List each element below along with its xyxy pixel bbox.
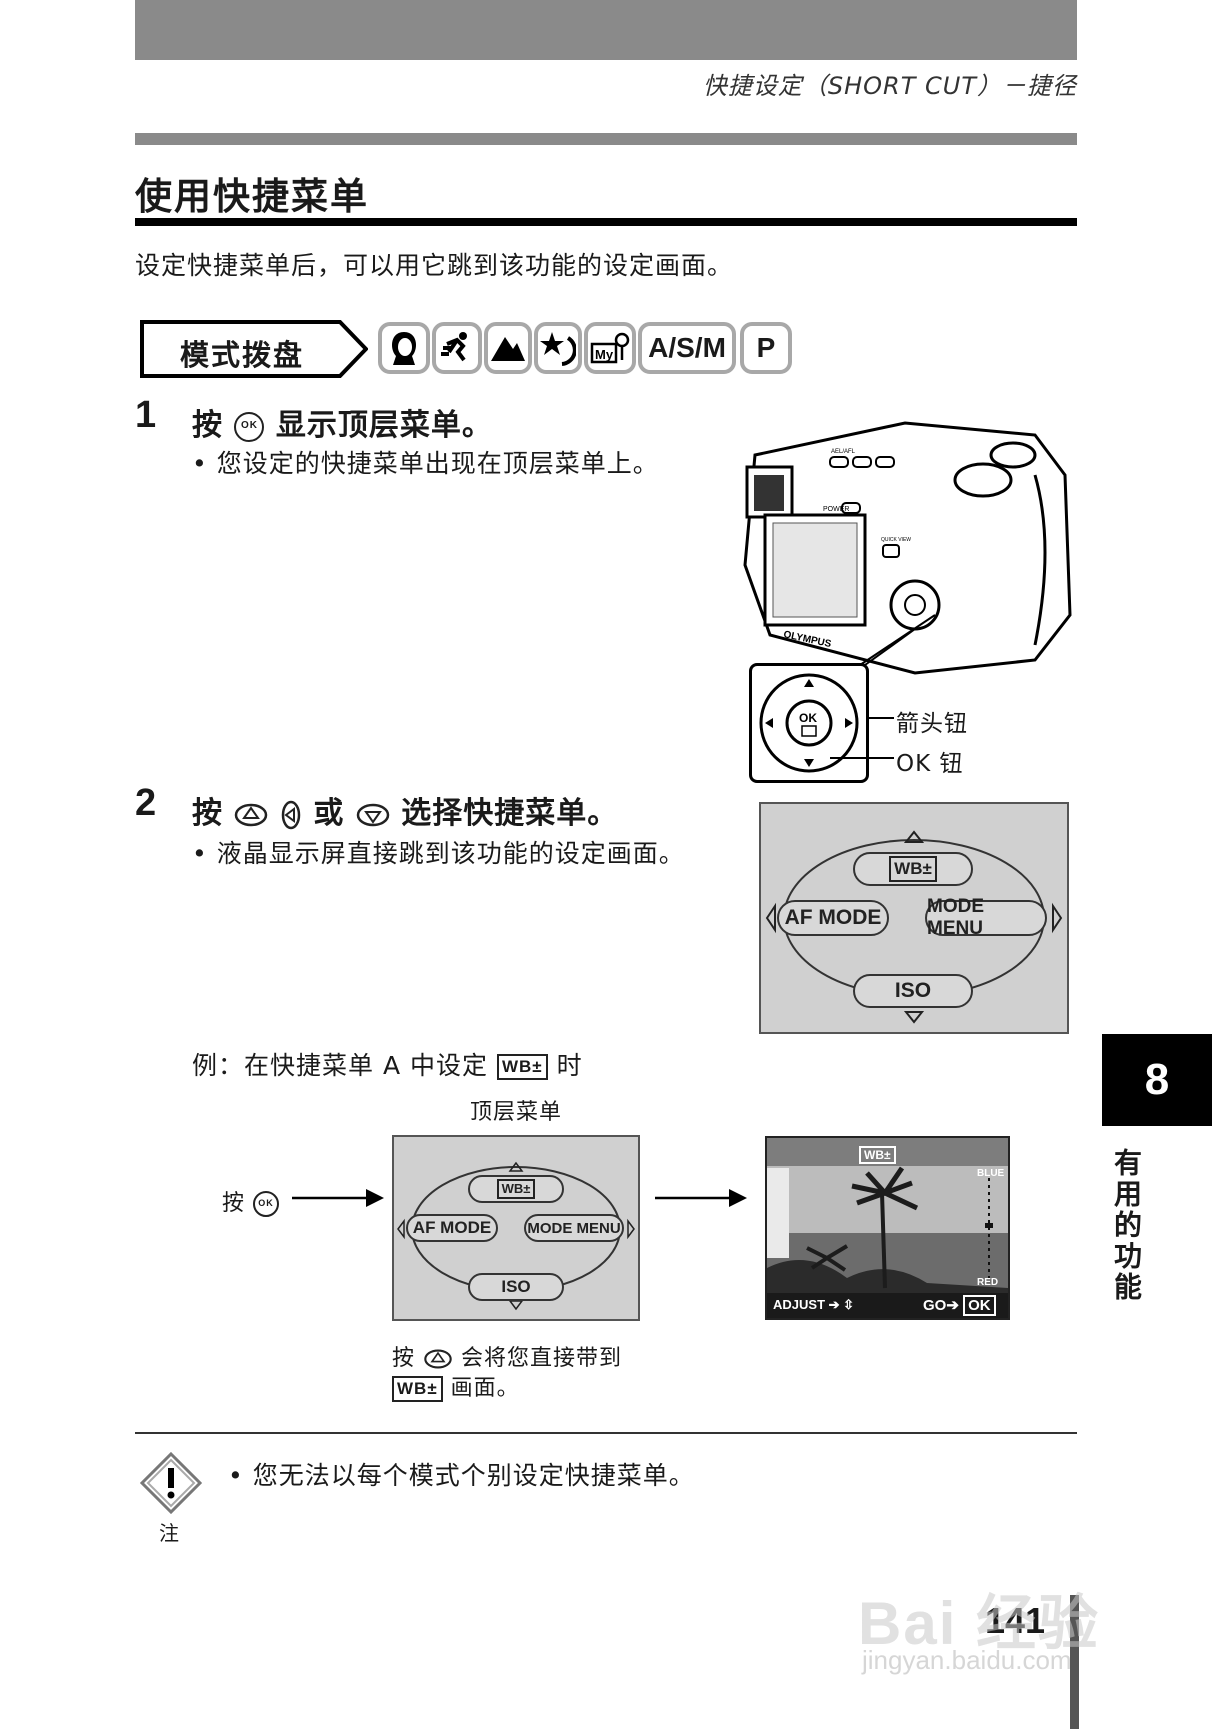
step-2-number: 2 [135, 782, 157, 824]
lcd-top-menu-small: WB± AF MODE MODE MENU ISO [392, 1135, 640, 1321]
running-header: 快捷设定（SHORT CUT）－捷径 [702, 72, 1077, 100]
up-arrow-button-icon [235, 803, 268, 826]
step-2-title-mid: 或 [313, 796, 345, 831]
note-text: • 您无法以每个模式个别设定快捷菜单。 [228, 1461, 695, 1490]
small-menu-item-iso: ISO [468, 1273, 564, 1301]
chapter-tab: 8 [1102, 1034, 1212, 1126]
step-2-title-pre: 按 [192, 796, 223, 831]
arrow-pad-ok-text: OK [799, 711, 817, 725]
camera-power-label: POWER [823, 506, 849, 513]
step-1-title-post: 显示顶层菜单。 [275, 408, 493, 443]
menu-item-mode-menu: MODE MENU [925, 896, 1047, 939]
camera-illustration: OLYMPUS POWER AEL/AFL QUICK VIEW [743, 421, 1072, 675]
menu-item-wb-label: WB± [889, 856, 937, 882]
red-label: RED [977, 1277, 999, 1288]
my-mode-icon: My [584, 322, 636, 374]
mode-dial-label: 模式拨盘 [180, 338, 305, 372]
arrow-button-label: 箭头钮 [896, 711, 968, 737]
example-caption-line2: WB± 画面。 [392, 1370, 520, 1402]
asm-mode-button: A/S/M [638, 322, 736, 374]
small-menu-item-af-mode: AF MODE [406, 1214, 498, 1242]
lcd-top-menu-large: WB± AF MODE MODE MENU ISO [759, 802, 1069, 1034]
small-menu-item-wb-label: WB± [496, 1179, 536, 1199]
arrow-right-1-icon [292, 1189, 384, 1207]
down-arrow-button-icon [356, 803, 390, 826]
step-1-number: 1 [135, 394, 157, 436]
small-menu-item-mode-menu: MODE MENU [524, 1214, 624, 1242]
caption-end: 画面。 [450, 1376, 520, 1401]
step-2-bullet-text: 液晶显示屏直接跳到该功能的设定画面。 [216, 839, 685, 868]
section-title: 使用快捷菜单 [135, 175, 369, 218]
ok-button-label: OK 钮 [896, 751, 964, 777]
example-ok-icon: OK [253, 1191, 280, 1217]
arrow-pad-zoom: OK [749, 663, 869, 783]
landscape-icon [484, 322, 532, 374]
caption-wb-icon: WB± [392, 1376, 443, 1402]
example-text: 例：在快捷菜单 A 中设定 WB± 时 [192, 1046, 583, 1082]
example-press: 按 OK [222, 1185, 280, 1217]
menu-item-wb: WB± [853, 852, 973, 886]
watermark-brand: Bai 经验 [858, 1590, 1101, 1657]
wb-adjust-screen: WB± BLUE RED ADJUST ➔ ⇳ GO➔ OK [765, 1136, 1010, 1320]
section-underline [135, 218, 1077, 226]
adjust-label-text: ADJUST [773, 1297, 826, 1312]
go-ok-label: OK [963, 1295, 996, 1316]
top-bar [135, 0, 1077, 60]
step-2-bullet: • 液晶显示屏直接跳到该功能的设定画面。 [192, 839, 685, 868]
chapter-label: 有用的功能 [1110, 1148, 1143, 1303]
caption-up-arrow-icon [424, 1349, 452, 1369]
example-prefix: 例：在快捷菜单 A 中设定 [192, 1051, 488, 1080]
example-caption-line1: 按 会将您直接带到 [392, 1340, 622, 1372]
go-label: GO➔ OK [923, 1295, 996, 1316]
camera-ael-label: AEL/AFL [831, 449, 856, 455]
ok-button-icon: OK [234, 411, 265, 442]
watermark-url: jingyan.baidu.com [862, 1645, 1072, 1675]
note-label: 注 [159, 1521, 179, 1545]
example-wb-icon: WB± [496, 1054, 548, 1080]
step-1-title-pre: 按 [192, 408, 223, 443]
step-1-bullet: • 您设定的快捷菜单出现在顶层菜单上。 [192, 449, 659, 478]
note-divider [135, 1432, 1077, 1434]
step-2-title-post: 选择快捷菜单。 [401, 796, 619, 831]
page-number: 141 [985, 1600, 1046, 1641]
step-1-title: 按 OK 显示顶层菜单。 [192, 400, 493, 444]
menu-item-iso: ISO [853, 974, 973, 1008]
arrow-right-2-icon [655, 1189, 747, 1207]
go-label-text: GO [923, 1297, 947, 1314]
caution-icon [140, 1452, 202, 1514]
mode-dial-box [140, 320, 368, 378]
page-edge-bar [1070, 1595, 1079, 1729]
callout-line-arrow [866, 717, 894, 719]
camera-quickview-label: QUICK VIEW [881, 537, 911, 543]
example-suffix: 时 [556, 1051, 583, 1080]
left-arrow-button-icon [281, 800, 301, 829]
p-mode-button: P [740, 322, 792, 374]
small-menu-item-wb: WB± [468, 1175, 564, 1203]
caption-post: 会将您直接带到 [461, 1346, 623, 1371]
intro-text: 设定快捷菜单后，可以用它跳到该功能的设定画面。 [135, 251, 734, 280]
blue-label: BLUE [977, 1168, 1005, 1179]
night-scene-icon [534, 322, 582, 374]
note-text-body: 您无法以每个模式个别设定快捷菜单。 [252, 1461, 695, 1490]
top-menu-label: 顶层菜单 [470, 1100, 563, 1125]
menu-item-af-mode: AF MODE [777, 900, 889, 936]
step-1-bullet-text: 您设定的快捷菜单出现在顶层菜单上。 [216, 449, 659, 478]
callout-line-ok [830, 757, 894, 759]
example-press-text: 按 [222, 1191, 246, 1216]
caption-pre: 按 [392, 1346, 416, 1371]
section-rule [135, 133, 1077, 145]
sports-icon [432, 322, 482, 374]
portrait-icon [378, 322, 430, 374]
step-2-title: 按 或 选择快捷菜单。 [192, 788, 618, 832]
adjust-label: ADJUST ➔ ⇳ [773, 1297, 855, 1312]
wb-screen-label: WB± [859, 1146, 896, 1164]
svg-text:My: My [595, 347, 614, 362]
